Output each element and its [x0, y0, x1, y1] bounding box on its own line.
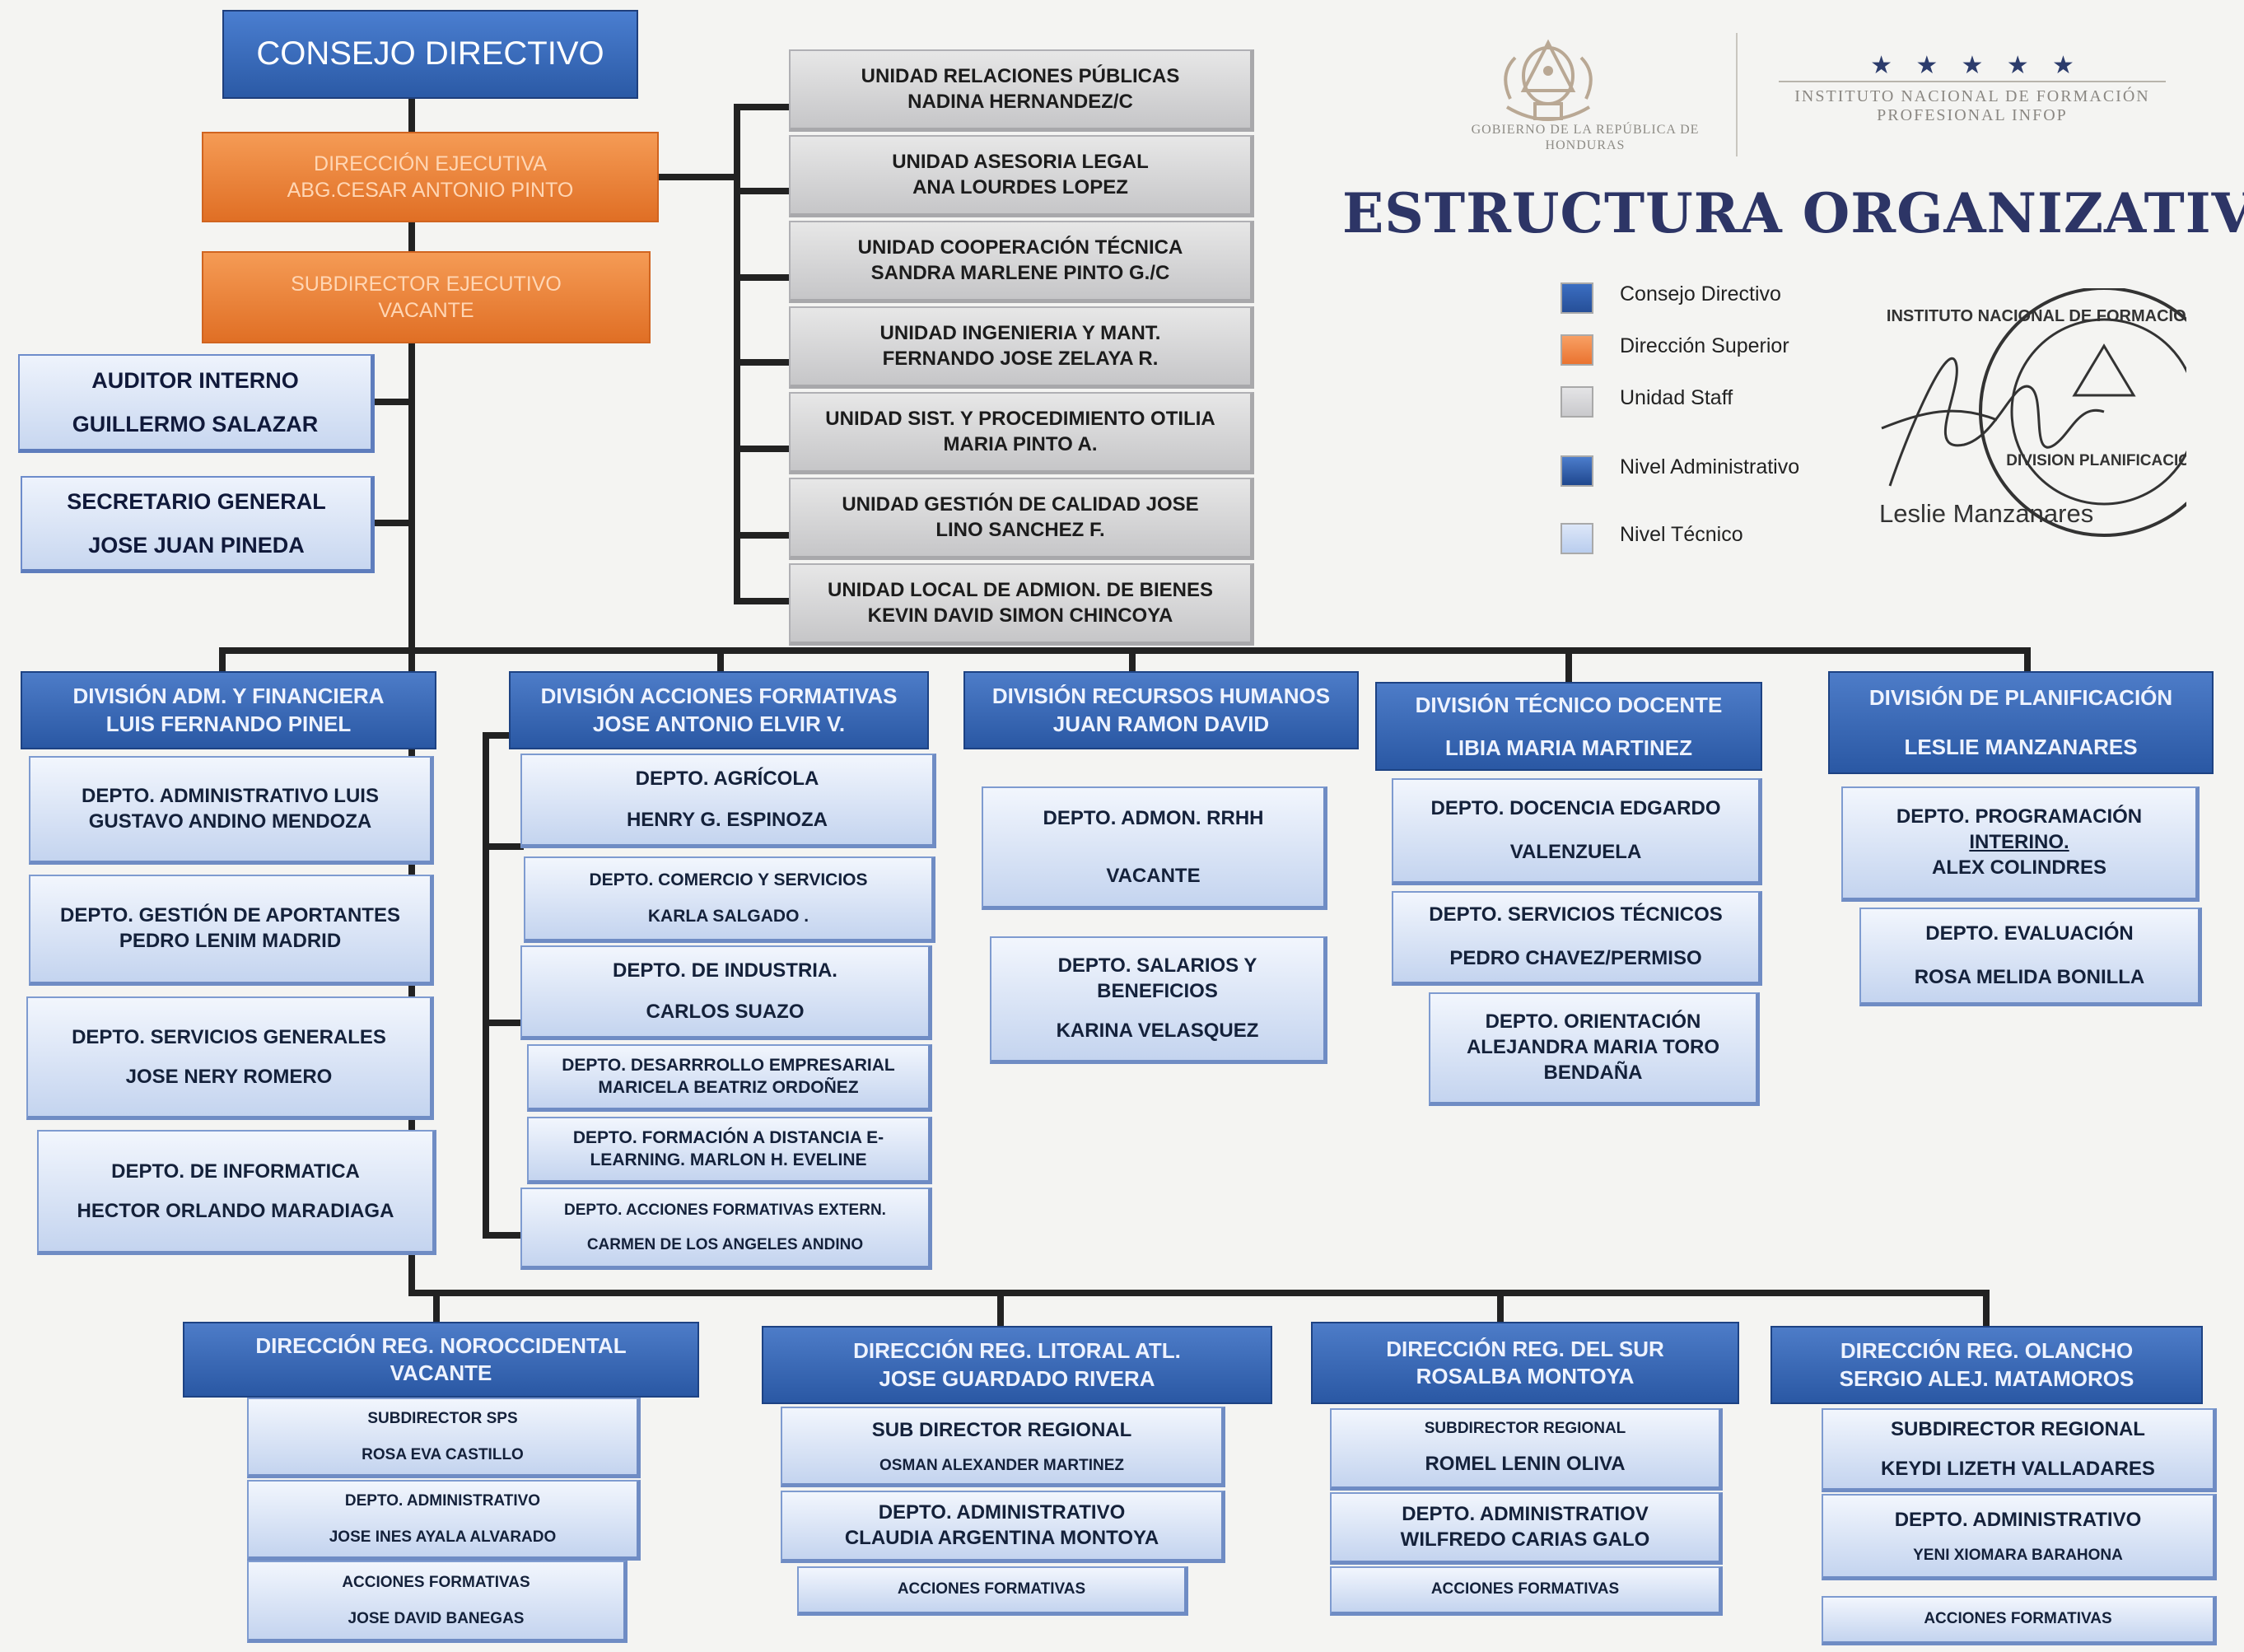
- region-unit: SUBDIRECTOR REGIONAL KEYDI LIZETH VALLAD…: [1822, 1408, 2217, 1492]
- executive-subdirector-box: SUBDIRECTOR EJECUTIVO VACANTE: [202, 251, 651, 343]
- region-unit: SUBDIRECTOR REGIONAL ROMEL LENIN OLIVA: [1330, 1408, 1723, 1491]
- dept-general-services: DEPTO. SERVICIOS GENERALES JOSE NERY ROM…: [26, 996, 434, 1120]
- staff-unit-technical-cooperation: UNIDAD COOPERACIÓN TÉCNICA SANDRA MARLEN…: [789, 221, 1254, 303]
- region-unit: ACCIONES FORMATIVAS: [1330, 1566, 1723, 1616]
- region-unit: DEPTO. ADMINISTRATIVO JOSE INES AYALA AL…: [247, 1480, 641, 1561]
- region-northwest: DIRECCIÓN REG. NOROCCIDENTAL VACANTE: [183, 1322, 699, 1398]
- dept-evaluation: DEPTO. EVALUACIÓN ROSA MELIDA BONILLA: [1859, 908, 2202, 1006]
- region-unit: ACCIONES FORMATIVAS JOSE DAVID BANEGAS: [247, 1561, 627, 1643]
- region-unit: ACCIONES FORMATIVAS: [1822, 1596, 2217, 1645]
- honduras-coat-of-arms-icon: [1504, 39, 1593, 121]
- dept-technical-services: DEPTO. SERVICIOS TÉCNICOS PEDRO CHAVEZ/P…: [1392, 891, 1762, 986]
- legend-swatch: [1561, 282, 1593, 314]
- legend-item: Unidad Staff: [1561, 380, 1890, 419]
- gov-caption: GOBIERNO DE LA REPÚBLICA DE HONDURAS: [1471, 123, 1700, 153]
- staff-unit-public-relations: UNIDAD RELACIONES PÚBLICAS NADINA HERNAN…: [789, 49, 1254, 132]
- dept-agricultural: DEPTO. AGRÍCOLA HENRY G. ESPINOZA: [520, 754, 936, 848]
- page-title: ESTRUCTURA ORGANIZATIVA: [1342, 181, 2244, 245]
- legend-label: Unidad Staff: [1620, 386, 1733, 409]
- dept-administrative: DEPTO. ADMINISTRATIVO LUIS GUSTAVO ANDIN…: [29, 756, 434, 865]
- legend-item: Consejo Directivo: [1561, 276, 1890, 315]
- seal-ring-text: INSTITUTO NACIONAL DE FORMACION PROFESIO…: [1887, 307, 2186, 325]
- region-unit: DEPTO. ADMINISTRATIVO YENI XIOMARA BARAH…: [1822, 1494, 2217, 1580]
- infop-rule: [1779, 81, 2166, 82]
- legend-item: Dirección Superior: [1561, 328, 1890, 367]
- legend-swatch: [1561, 386, 1593, 418]
- signatory-name: Leslie Manzanares: [1879, 499, 2094, 528]
- region-olancho: DIRECCIÓN REG. OLANCHO SERGIO ALEJ. MATA…: [1770, 1326, 2203, 1404]
- legend-swatch: [1561, 523, 1593, 554]
- dept-external-training: DEPTO. ACCIONES FORMATIVAS EXTERN. CARME…: [520, 1188, 932, 1270]
- division-admin-finance: DIVISIÓN ADM. Y FINANCIERA LUIS FERNANDO…: [21, 671, 436, 749]
- official-seal-and-signature: INSTITUTO NACIONAL DE FORMACION PROFESIO…: [1881, 288, 2186, 537]
- dept-salaries-benefits: DEPTO. SALARIOS Y BENEFICIOS KARINA VELA…: [990, 936, 1327, 1064]
- dept-informatics: DEPTO. DE INFORMATICA HECTOR ORLANDO MAR…: [37, 1130, 436, 1255]
- dept-commerce-services: DEPTO. COMERCIO Y SERVICIOS KARLA SALGAD…: [524, 856, 935, 943]
- dept-industry: DEPTO. DE INDUSTRIA. CARLOS SUAZO: [520, 945, 932, 1040]
- dept-hr-administration: DEPTO. ADMON. RRHH VACANTE: [982, 786, 1327, 910]
- division-planning: DIVISIÓN DE PLANIFICACIÓN LESLIE MANZANA…: [1828, 671, 2214, 774]
- region-unit: DEPTO. ADMINISTRATIOV WILFREDO CARIAS GA…: [1330, 1492, 1723, 1565]
- legend-label: Nivel Administrativo: [1620, 455, 1800, 478]
- internal-auditor-box: AUDITOR INTERNO GUILLERMO SALAZAR: [18, 354, 375, 453]
- council-box: CONSEJO DIRECTIVO: [222, 10, 638, 99]
- dept-orientation: DEPTO. ORIENTACIÓN ALEJANDRA MARIA TORO …: [1429, 992, 1760, 1106]
- legend-swatch: [1561, 455, 1593, 487]
- dept-teaching: DEPTO. DOCENCIA EDGARDO VALENZUELA: [1392, 778, 1762, 885]
- region-unit: DEPTO. ADMINISTRATIVO CLAUDIA ARGENTINA …: [781, 1491, 1225, 1563]
- staff-unit-legal: UNIDAD ASESORIA LEGAL ANA LOURDES LOPEZ: [789, 135, 1254, 217]
- dept-contributors: DEPTO. GESTIÓN DE APORTANTES PEDRO LENIM…: [29, 875, 434, 986]
- staff-unit-assets: UNIDAD LOCAL DE ADMION. DE BIENES KEVIN …: [789, 563, 1254, 646]
- header-divider: [1736, 33, 1738, 156]
- division-training-actions: DIVISIÓN ACCIONES FORMATIVAS JOSE ANTONI…: [509, 671, 929, 749]
- secretary-general-box: SECRETARIO GENERAL JOSE JUAN PINEDA: [21, 476, 375, 573]
- region-unit: SUBDIRECTOR SPS ROSA EVA CASTILLO: [247, 1398, 641, 1478]
- staff-unit-engineering: UNIDAD INGENIERIA Y MANT. FERNANDO JOSE …: [789, 306, 1254, 389]
- infop-caption: INSTITUTO NACIONAL DE FORMACIÓN PROFESIO…: [1794, 87, 2150, 124]
- division-technical-teaching: DIVISIÓN TÉCNICO DOCENTE LIBIA MARIA MAR…: [1375, 682, 1762, 771]
- region-south: DIRECCIÓN REG. DEL SUR ROSALBA MONTOYA: [1311, 1322, 1739, 1404]
- legend-item: Nivel Administrativo: [1561, 449, 1890, 488]
- legend-swatch: [1561, 334, 1593, 366]
- region-unit: ACCIONES FORMATIVAS: [797, 1566, 1188, 1616]
- dept-business-development: DEPTO. DESARRROLLO EMPRESARIAL MARICELA …: [527, 1044, 932, 1112]
- dept-distance-learning: DEPTO. FORMACIÓN A DISTANCIA E- LEARNING…: [527, 1117, 932, 1184]
- legend-label: Dirección Superior: [1620, 334, 1789, 357]
- executive-direction-box: DIRECCIÓN EJECUTIVA ABG.CESAR ANTONIO PI…: [202, 132, 659, 222]
- infop-stars-icon: ★ ★ ★ ★ ★: [1870, 52, 2083, 79]
- region-unit: SUB DIRECTOR REGIONAL OSMAN ALEXANDER MA…: [781, 1407, 1225, 1487]
- legend-label: Consejo Directivo: [1620, 282, 1781, 306]
- division-human-resources: DIVISIÓN RECURSOS HUMANOS JUAN RAMON DAV…: [963, 671, 1359, 749]
- legend-label: Nivel Técnico: [1620, 523, 1743, 546]
- legend-item: Nivel Técnico: [1561, 516, 1890, 556]
- staff-unit-systems: UNIDAD SIST. Y PROCEDIMIENTO OTILIA MARI…: [789, 392, 1254, 474]
- region-atlantic-coast: DIRECCIÓN REG. LITORAL ATL. JOSE GUARDAD…: [762, 1326, 1272, 1404]
- seal-center-text: DIVISION PLANIFICACION: [2006, 452, 2186, 469]
- staff-unit-quality: UNIDAD GESTIÓN DE CALIDAD JOSE LINO SANC…: [789, 478, 1254, 560]
- dept-programming: DEPTO. PROGRAMACIÓN INTERINO. ALEX COLIN…: [1841, 786, 2200, 902]
